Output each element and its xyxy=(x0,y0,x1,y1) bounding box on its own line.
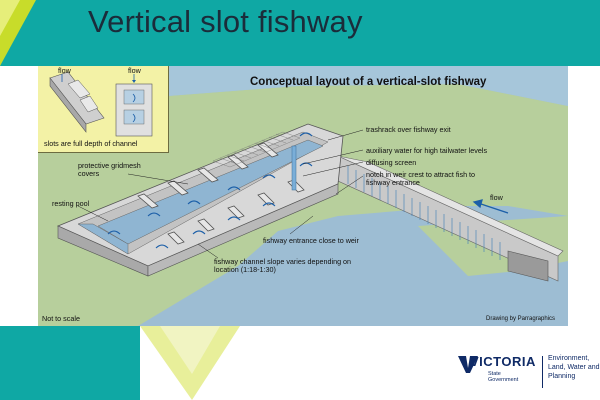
label-flow: flow xyxy=(490,193,503,202)
inset-caption: slots are full depth of channel xyxy=(44,139,138,148)
header-band xyxy=(0,0,600,66)
figure-title: Conceptual layout of a vertical-slot fis… xyxy=(250,76,487,88)
inset-flow-label-left: flow xyxy=(58,66,71,75)
flow-arrow xyxy=(472,199,509,214)
label-diffusing-screen: diffusing screen xyxy=(366,158,417,167)
slot-detail-drawing xyxy=(49,71,153,137)
footer-accent-triangle xyxy=(140,326,240,400)
label-resting-pool: resting pool xyxy=(52,199,90,208)
label-gridmesh-covers: protective gridmesh covers xyxy=(78,161,141,178)
fishway-diagram: Conceptual layout of a vertical-slot fis… xyxy=(38,66,568,326)
footer-teal-shape xyxy=(0,326,140,400)
logo-mark-icon xyxy=(458,356,478,373)
logo-subtext: State Government xyxy=(488,371,519,383)
victoria-government-logo: VICTORIA State Government Environment, L… xyxy=(458,352,600,392)
logo-wordmark: VICTORIA xyxy=(470,354,536,369)
label-drawing-credit: Drawing by Parragraphics xyxy=(486,316,556,322)
label-weir-notch: notch in weir crest to attract fish to f… xyxy=(366,170,476,187)
label-not-to-scale: Not to scale xyxy=(42,314,80,323)
inset-detail: flow flow slots are full depth of channe… xyxy=(38,66,169,153)
label-auxiliary-water: auxiliary water for high tailwater level… xyxy=(366,146,488,155)
inset-flow-label-right: flow xyxy=(128,66,141,75)
logo-divider xyxy=(542,356,543,388)
label-trashrack: trashrack over fishway exit xyxy=(366,125,451,134)
label-channel-slope: fishway channel slope varies depending o… xyxy=(214,257,352,274)
label-fishway-entrance: fishway entrance close to weir xyxy=(263,236,359,245)
fishway-drawing xyxy=(38,66,568,326)
header-accent-triangle xyxy=(0,0,36,66)
slide-title: Vertical slot fishway xyxy=(88,4,363,39)
logo-tagline: Environment, Land, Water and Planning xyxy=(548,355,600,380)
